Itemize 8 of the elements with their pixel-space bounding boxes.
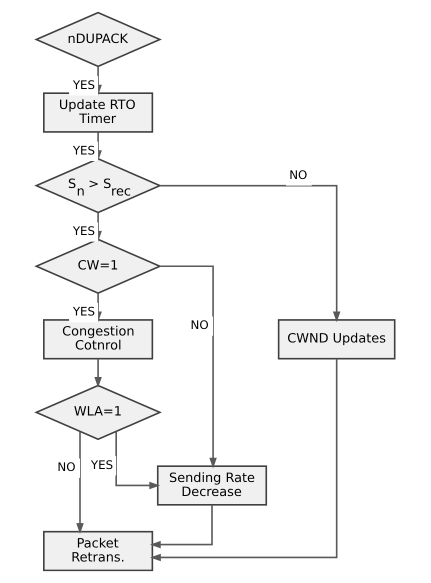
edge-label: NO xyxy=(289,168,308,182)
edge-label: YES xyxy=(72,78,96,92)
edge-label: NO xyxy=(57,460,76,474)
edge-label: YES xyxy=(90,458,114,472)
edge-label: YES xyxy=(72,143,96,158)
edge-label: NO xyxy=(190,318,209,332)
edge-label: YES xyxy=(72,224,96,238)
edge-label: YES xyxy=(72,304,96,319)
